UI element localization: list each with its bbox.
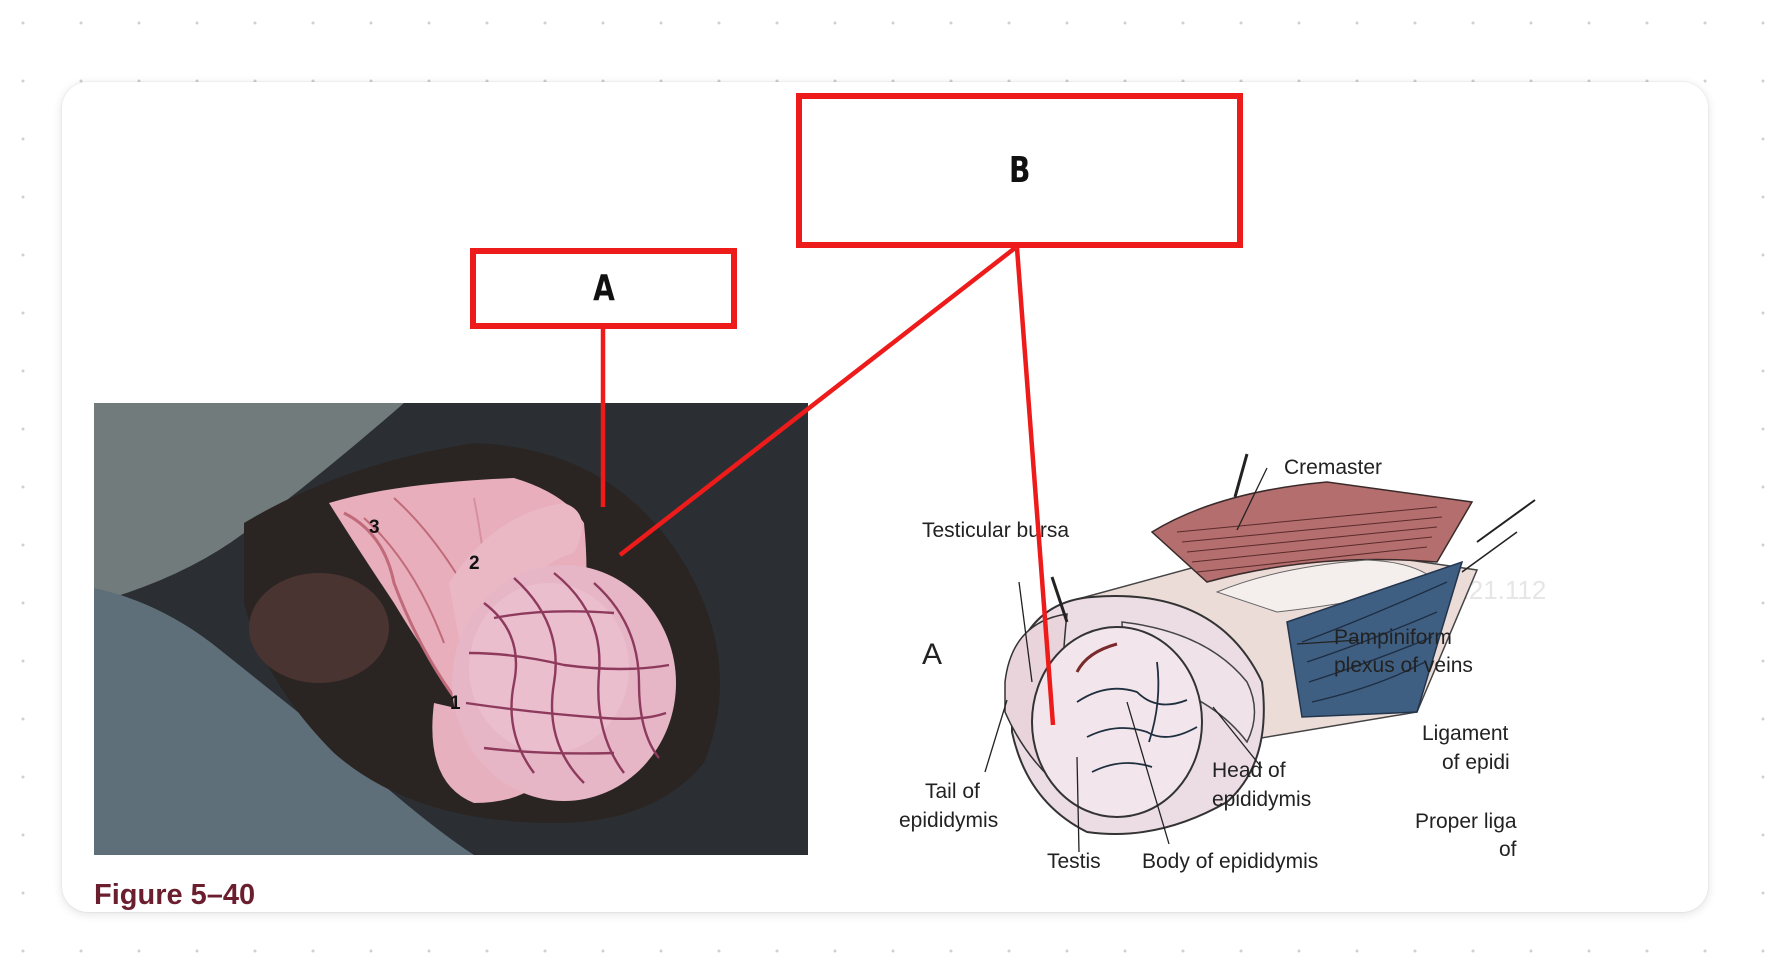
label-box-b-text: B [1008, 150, 1031, 191]
label-cremaster: Cremaster [1284, 456, 1382, 479]
label-box-b: B [796, 93, 1243, 248]
label-head-1: Head of [1212, 759, 1286, 782]
panel-letter: A [922, 638, 942, 671]
label-pampiniform-2: plexus of veins [1334, 654, 1473, 677]
anatomy-illustration: 1.108.221.112 [899, 453, 1546, 873]
figure-caption: Figure 5–40 [94, 879, 256, 911]
label-head-2: epididymis [1212, 788, 1311, 811]
specimen-photo: 3 2 1 [94, 403, 808, 855]
label-tail-2: epididymis [899, 809, 998, 832]
label-ligament-2: of epidi [1442, 751, 1510, 774]
label-body-of-epididymis: Body of epididymis [1142, 850, 1318, 873]
label-box-a: A [470, 248, 737, 329]
label-tail-1: Tail of [925, 780, 980, 803]
label-testis: Testis [1047, 850, 1101, 873]
label-proper-ligament-1: Proper liga [1415, 810, 1517, 833]
label-pampiniform-1: Pampiniform [1334, 626, 1452, 649]
label-ligament-1: Ligament [1422, 722, 1509, 745]
photo-number-3: 3 [369, 517, 380, 538]
photo-number-1: 1 [450, 693, 461, 714]
label-box-a-text: A [592, 268, 615, 309]
label-testicular-bursa: Testicular bursa [922, 519, 1069, 542]
photo-number-2: 2 [469, 553, 480, 574]
label-proper-ligament-2: of [1499, 838, 1517, 861]
